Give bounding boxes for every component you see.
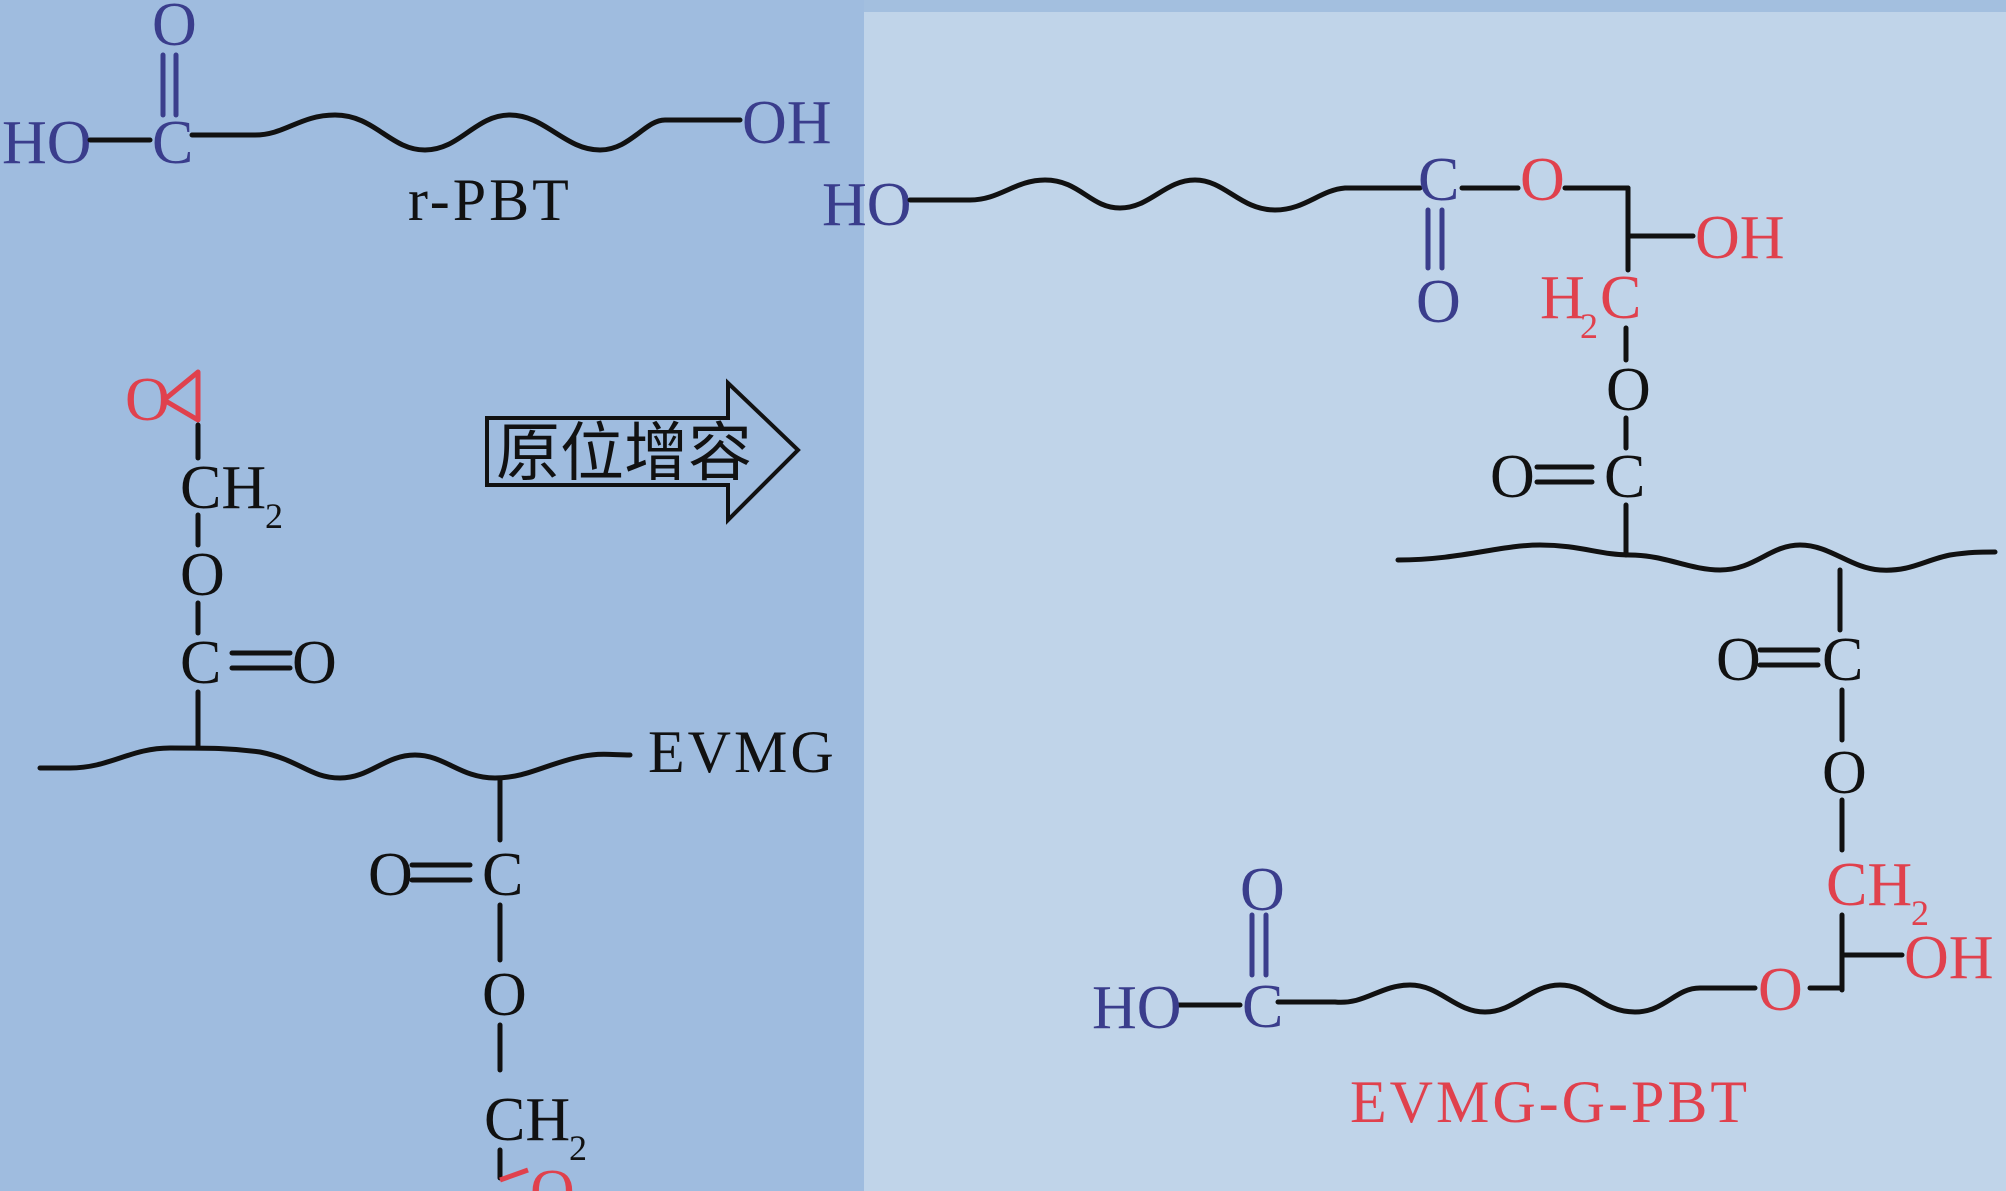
prod-oh-top: OH — [1695, 204, 1785, 272]
prod-ch-sub2-bottom: 2 — [1911, 893, 1929, 933]
evmg-name: EVMG — [648, 719, 837, 785]
evmg-epoxy-ring-top — [162, 369, 201, 423]
evmg-backbone — [37, 745, 633, 781]
prod-ho-bottom: HO — [1092, 974, 1182, 1042]
prod-pbt-chain-bottom — [1275, 982, 1758, 1015]
prod-c-ester-bottom: C — [1242, 973, 1283, 1041]
prod-ester-o-bottom: O — [1758, 956, 1803, 1024]
pbt-chain — [189, 112, 743, 153]
arrow-label: 原位增容 — [496, 417, 752, 491]
pbt-carbonyl-o: O — [152, 0, 197, 59]
prod-carbonyl-o-mid-bottom: O — [1716, 626, 1761, 694]
evmg-c-bottom: C — [482, 841, 523, 909]
prod-name: EVMG-G-PBT — [1350, 1069, 1750, 1135]
prod-oh-bottom: OH — [1904, 924, 1994, 992]
r-pbt-molecule: O HO C OH r-PBT — [2, 0, 832, 233]
evmg-o-bottom: O — [482, 961, 527, 1029]
prod-pbt-chain-top — [907, 177, 1423, 213]
arrow-shape — [485, 378, 801, 525]
evmg-carbonyl-o-bottom: O — [368, 841, 413, 909]
prod-h-top: H — [1540, 264, 1585, 332]
prod-c-mid-bottom: C — [1822, 626, 1863, 694]
evmg-ch-bottom: CH — [484, 1086, 570, 1154]
evmg-molecule: O CH 2 O C O EVMG O C O CH 2 O — [37, 366, 837, 1191]
prod-o-mid-bottom: O — [1822, 739, 1867, 807]
prod-ester-o-top: O — [1520, 146, 1565, 214]
prod-c-mid-top: C — [1604, 443, 1645, 511]
reaction-arrow: 原位增容 — [485, 378, 801, 525]
evmg-c-top: C — [180, 629, 221, 697]
prod-evmg-backbone — [1395, 542, 1998, 573]
pbt-oh-label: OH — [742, 89, 832, 157]
prod-h-sub2: 2 — [1580, 306, 1598, 346]
evmg-epoxy-o-bottom: O — [530, 1158, 575, 1191]
prod-c-ester-top: C — [1418, 146, 1459, 214]
pbt-carbon: C — [152, 109, 193, 177]
evmg-carbonyl-o-top: O — [292, 629, 337, 697]
left-panel-background — [0, 0, 864, 1191]
evmg-ch-top: CH — [180, 454, 266, 522]
evmg-o-top: O — [180, 541, 225, 609]
evmg-epoxy-ring-bottom — [499, 1167, 529, 1183]
prod-ch-bottom: CH — [1826, 851, 1912, 919]
evmg-sub2-bottom: 2 — [569, 1128, 587, 1168]
pbt-ho-label: HO — [2, 109, 92, 177]
pbt-name: r-PBT — [408, 167, 572, 233]
prod-carbonyl-o-bottom: O — [1240, 856, 1285, 924]
evmg-epoxy-o-top: O — [125, 366, 170, 434]
product-molecule: HO C O O OH H 2 C O O C O C O CH 2 — [822, 146, 1998, 1135]
prod-carbonyl-o-mid-top: O — [1490, 443, 1535, 511]
prod-carbonyl-o-top: O — [1416, 268, 1461, 336]
evmg-sub2-top: 2 — [265, 496, 283, 536]
prod-o-mid-top: O — [1606, 356, 1651, 424]
right-panel-background — [864, 12, 2006, 1191]
prod-c-h2c: C — [1600, 264, 1641, 332]
prod-ho-top: HO — [822, 171, 912, 239]
